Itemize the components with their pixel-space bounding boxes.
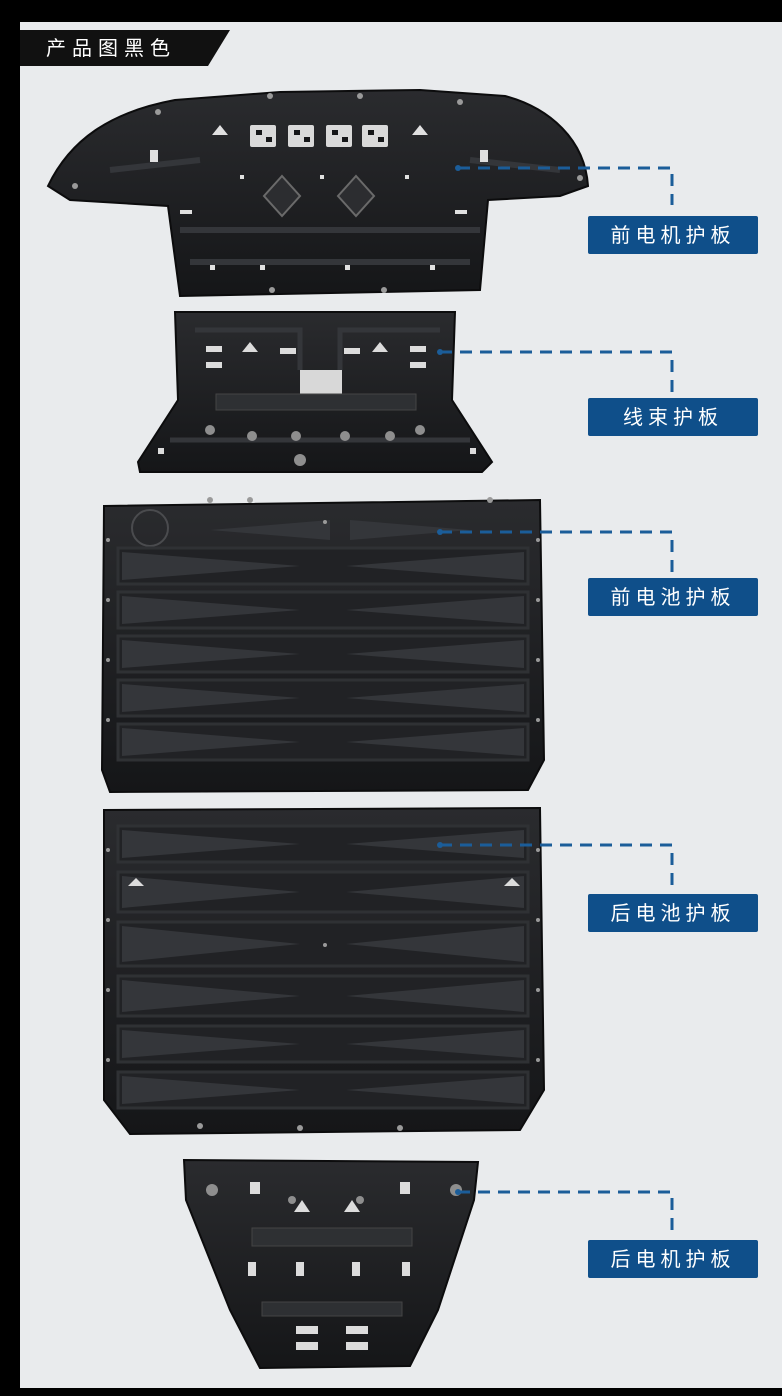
header-tag: 产品图黑色 — [46, 36, 176, 60]
rear-motor-guard — [182, 1158, 480, 1370]
leader-lines — [440, 166, 674, 1230]
label-front-battery-guard: 前电池护板 — [588, 578, 758, 616]
harness-guard — [136, 311, 494, 473]
label-rear-battery-guard: 后电池护板 — [588, 894, 758, 932]
header-tag-shape — [20, 30, 230, 66]
front-battery-guard — [100, 497, 546, 794]
label-harness-guard: 线束护板 — [588, 398, 758, 436]
front-motor-guard — [46, 88, 590, 298]
rear-battery-guard — [103, 806, 546, 1136]
label-rear-motor-guard: 后电机护板 — [588, 1240, 758, 1278]
label-front-motor-guard: 前电机护板 — [588, 216, 758, 254]
